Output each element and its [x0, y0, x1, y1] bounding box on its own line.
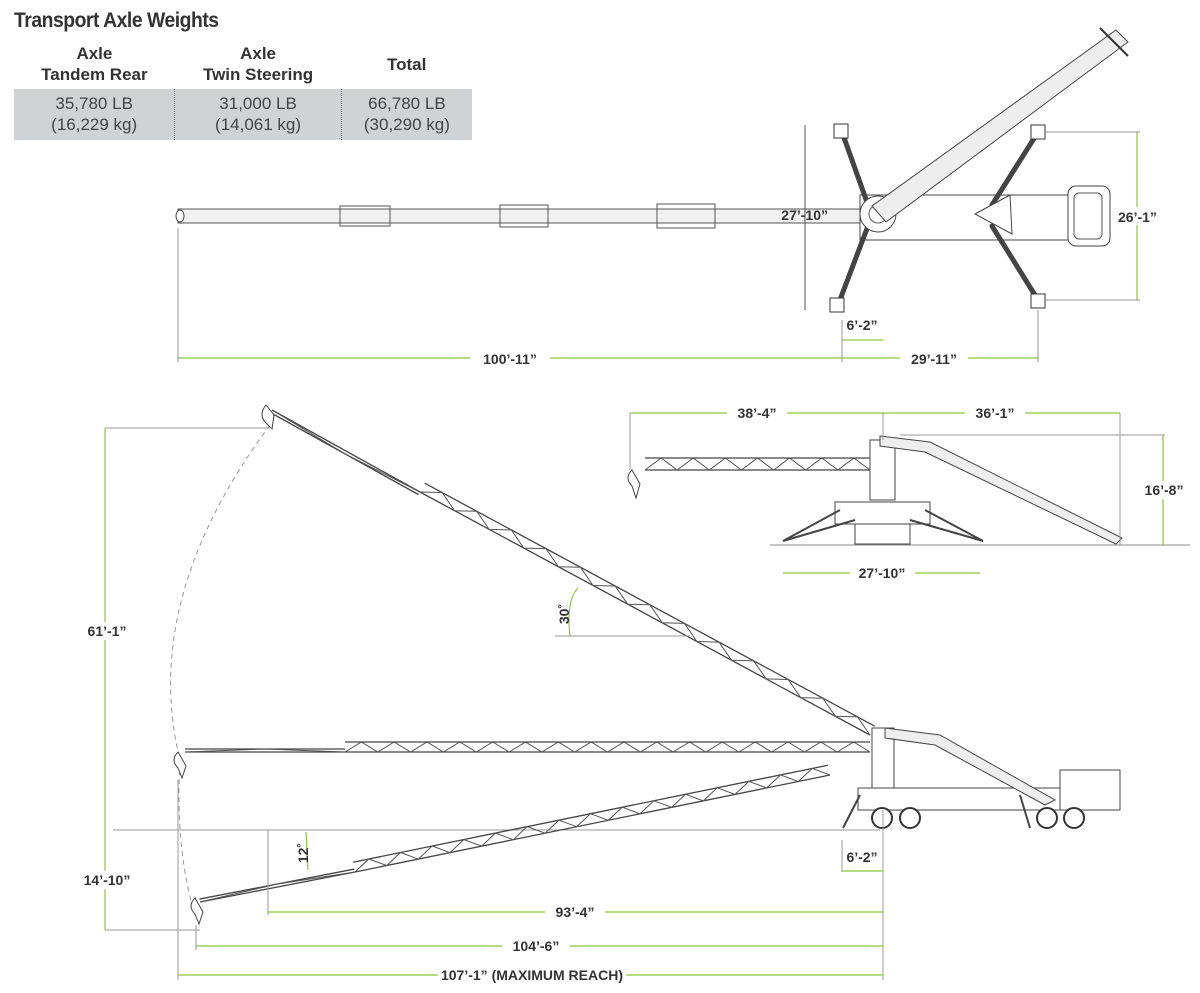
carrier-folded [854, 523, 911, 545]
dim-reach-horizontal: 104’-6” [513, 938, 560, 954]
dim-reach-30: 93’-4” [556, 904, 595, 920]
angle-arc-12 [305, 831, 309, 871]
hook-icon [190, 897, 204, 926]
dim-boom-overhang: 38’-4” [738, 405, 777, 421]
truss-lacing [199, 871, 356, 903]
folded-jib-truss [644, 457, 871, 471]
working-view: 61’-1” 14’-10” 30˚ 12˚ 6’-2” 93’-4” 104’… [78, 404, 1121, 984]
jib-top-view [871, 29, 1129, 223]
table-cell: 66,780 LB (30,290 kg) [340, 89, 472, 140]
label-bg [965, 404, 1025, 422]
dim-max-reach: 107’-1” (MAXIMUM REACH) [441, 967, 623, 983]
dim-truck-length: 29’-11” [911, 351, 957, 367]
boom-tip [175, 209, 185, 223]
truss-lacing [271, 409, 421, 493]
label-bg [82, 622, 132, 640]
table-cell: 35,780 LB (16,229 kg) [14, 89, 175, 140]
wheels [871, 807, 1085, 829]
rear-outrigger-frame [973, 194, 1013, 235]
truss-lacing [354, 767, 831, 873]
label-bg [727, 404, 787, 422]
rear-ladder-boom-working [884, 727, 1057, 806]
label-bg [502, 937, 570, 955]
mast-folded [869, 439, 896, 501]
boom-section-joint [499, 204, 549, 228]
outriggers-top [835, 129, 1041, 308]
page-title: Transport Axle Weights [14, 9, 219, 32]
angle-arc-30 [568, 587, 579, 637]
truss-lacing [344, 741, 871, 753]
weight-lb: 31,000 LB [219, 94, 297, 113]
dim-angle-30: 30˚ [556, 604, 572, 624]
truss-lacing [419, 491, 871, 736]
jib-crossbar [1099, 27, 1129, 57]
label-bg [850, 564, 915, 582]
outriggers-folded [782, 509, 984, 542]
label-bg [78, 871, 136, 889]
reach-arc [170, 424, 271, 916]
boom-top-view [177, 208, 869, 224]
dim-lowered-depth: 14’-10” [84, 872, 131, 888]
boom-trusses [184, 409, 876, 903]
header-line: Total [386, 54, 427, 74]
hook-icon [261, 404, 275, 431]
truss-lacing [184, 748, 346, 753]
header-line: Axle [76, 44, 113, 63]
outriggers-side [842, 794, 1031, 829]
dim-boom-length: 100’-11” [483, 351, 537, 367]
truck-cab-top [1067, 185, 1111, 247]
table-row: 35,780 LB (16,229 kg) 31,000 LB (14,061 kg… [14, 89, 472, 140]
label-bg [900, 350, 968, 366]
column-header: Total [341, 43, 472, 89]
label-bg [1140, 481, 1190, 499]
label-bg [438, 966, 626, 984]
outrigger-pads [829, 123, 1046, 313]
weight-kg: (30,290 kg) [363, 115, 450, 134]
label-bg [545, 903, 605, 921]
truss-lacing [644, 457, 871, 471]
folded-view: 38’-4” 36’-1” 16’-8” 27’-10” [627, 404, 1190, 582]
table-cell: 31,000 LB (14,061 kg) [174, 89, 342, 140]
dim-outrigger-rear: 26’-1” [1118, 209, 1157, 225]
dim-rear-overhang: 36’-1” [976, 405, 1015, 421]
dim-angle-12: 12˚ [295, 843, 311, 863]
boom-section-joint [656, 203, 716, 229]
weight-lb: 35,780 LB [55, 94, 133, 113]
label-bg [470, 350, 550, 366]
truss-chord [199, 871, 356, 903]
weight-kg: (16,229 kg) [51, 115, 138, 134]
dim-outrigger-front: 27’-10” [781, 207, 828, 223]
dim-folded-height: 16’-8” [1145, 482, 1184, 498]
truss-chord [354, 774, 831, 873]
top-view: 27’-10” 26’-1” 6’-2” 100’-11” 29’-11” [175, 27, 1161, 367]
truss-chord [271, 409, 421, 493]
cab-windshield [1073, 192, 1103, 240]
header-line: Axle [240, 44, 277, 63]
hook-icon [173, 751, 187, 780]
hook-icon [627, 469, 641, 500]
truck-cab-side [1059, 769, 1121, 811]
weight-kg: (14,061 kg) [215, 115, 302, 134]
dim-center-offset-top: 6’-2” [846, 317, 877, 333]
weight-lb: 66,780 LB [368, 94, 446, 113]
boom-section-joint [339, 205, 391, 227]
dim-raised-height: 61’-1” [88, 623, 127, 639]
truss-chord [419, 491, 871, 736]
dim-center-offset-side: 6’-2” [846, 849, 877, 865]
label-bg [1117, 207, 1161, 225]
header-line: Twin Steering [202, 65, 314, 84]
rear-ladder-boom [879, 435, 1123, 545]
dim-folded-spread: 27’-10” [859, 565, 906, 581]
header-line: Tandem Rear [41, 65, 148, 84]
